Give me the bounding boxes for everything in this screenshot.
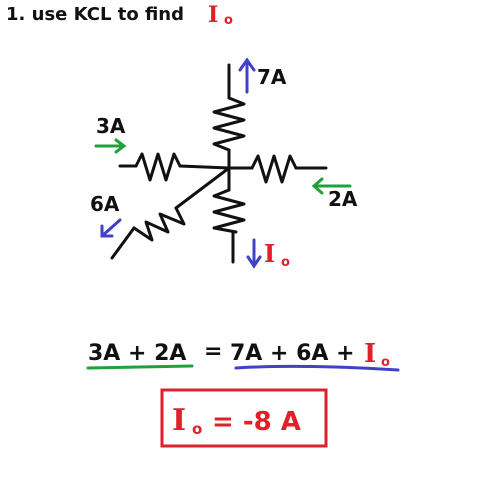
diagonal-wire-2: [110, 226, 136, 260]
answer-var: I: [172, 403, 186, 438]
answer-var-sub: o: [192, 420, 202, 438]
answer-border: [160, 388, 328, 448]
circuit: [110, 63, 328, 264]
equation-rhs-known: 7A + 6A +: [230, 341, 355, 366]
answer-value: = -8 A: [212, 407, 301, 437]
arrow-io: [246, 238, 262, 269]
title-text: 1. use KCL to find: [6, 4, 184, 25]
equation-lhs: 3A + 2A: [88, 341, 186, 366]
lhs-underline: [86, 364, 194, 370]
title-variable: I: [208, 2, 218, 28]
arrow-2a: [311, 177, 352, 195]
arrow-up-icon: [238, 57, 256, 94]
equation-rhs-var: I: [364, 339, 376, 369]
arrow-3a: [94, 138, 127, 154]
kcl-equation: 3A + 2A = 7A + 6A + I o: [86, 339, 400, 372]
label-7a: 7A: [257, 65, 287, 89]
label-2a: 2A: [328, 187, 358, 211]
equation-rhs-var-sub: o: [381, 355, 390, 370]
arrow-down-left-icon: [100, 218, 122, 238]
left-resistor: [134, 152, 182, 182]
arrow-down-icon: [246, 238, 262, 269]
diagonal-resistor: [132, 206, 186, 242]
label-io: I: [264, 239, 275, 268]
rhs-underline: [234, 364, 400, 372]
arrow-6a: [100, 218, 122, 238]
top-resistor: [212, 96, 246, 152]
label-3a: 3A: [96, 114, 126, 138]
arrow-right-icon: [94, 138, 127, 154]
label-io-sub: o: [281, 255, 290, 270]
right-resistor: [250, 154, 298, 184]
answer-box: I o = -8 A: [160, 388, 328, 448]
diagonal-wire: [174, 166, 231, 210]
title-subscript: o: [224, 13, 233, 28]
label-6a: 6A: [90, 192, 120, 216]
left-wire-2: [178, 164, 231, 170]
equation-equals: =: [204, 339, 222, 364]
arrow-left-icon: [311, 177, 352, 195]
arrow-7a: [238, 57, 256, 94]
bottom-resistor: [212, 188, 246, 234]
title: 1. use KCL to find I o: [6, 2, 233, 28]
